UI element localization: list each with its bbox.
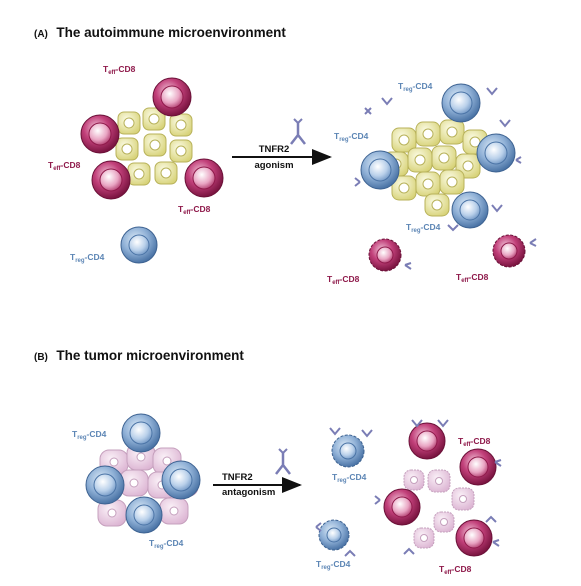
arrow-label-bottom: agonism bbox=[254, 160, 294, 171]
teff-cell bbox=[455, 519, 493, 557]
yellow-cell bbox=[154, 161, 178, 185]
yellow-cell bbox=[391, 175, 417, 201]
receptor-group bbox=[315, 419, 502, 557]
panel-b-heading: The tumor microenvironment bbox=[56, 348, 244, 363]
tumor-cell bbox=[427, 469, 451, 493]
treg-cell bbox=[331, 434, 365, 468]
antibody-icon bbox=[275, 448, 291, 475]
panel-b-left-cluster bbox=[85, 413, 201, 534]
teff-label: Teff-CD8 bbox=[327, 274, 360, 286]
yellow-cell bbox=[415, 121, 441, 147]
yellow-cell bbox=[407, 147, 433, 173]
arrow-label-top: TNFR2 bbox=[222, 472, 253, 483]
teff-cell bbox=[492, 234, 526, 268]
treg-cell bbox=[441, 83, 481, 123]
teff-cell bbox=[184, 158, 224, 198]
yellow-cell bbox=[115, 137, 139, 161]
treg-cell bbox=[121, 413, 161, 453]
teff-cell bbox=[408, 422, 446, 460]
yellow-cell-group bbox=[115, 107, 193, 186]
yellow-cell bbox=[439, 119, 465, 145]
teff-cell bbox=[383, 488, 421, 526]
teff-label: Teff-CD8 bbox=[103, 64, 136, 76]
yellow-cell bbox=[117, 111, 141, 135]
panel-b-letter: (B) bbox=[34, 352, 48, 363]
treg-label: Treg-CD4 bbox=[332, 472, 367, 484]
yellow-cell bbox=[439, 169, 465, 195]
panel-b-arrow-label: TNFR2 antagonism bbox=[222, 472, 292, 499]
panel-a-left-cluster bbox=[80, 77, 224, 264]
panel-a-letter: (A) bbox=[34, 29, 48, 40]
treg-cell bbox=[318, 519, 350, 551]
treg-cell bbox=[451, 191, 489, 229]
panel-b-title: (B) The tumor microenvironment bbox=[34, 347, 244, 365]
teff-cell bbox=[80, 114, 120, 154]
treg-label: Treg-CD4 bbox=[334, 131, 369, 143]
treg-label: Treg-CD4 bbox=[70, 252, 105, 264]
panel-a-arrow-label: TNFR2 agonism bbox=[244, 144, 304, 172]
treg-cell bbox=[125, 496, 163, 534]
yellow-cell bbox=[142, 107, 166, 131]
arrow-label-top: TNFR2 bbox=[258, 144, 290, 155]
panel-a-right-cluster bbox=[354, 83, 537, 272]
yellow-cell bbox=[431, 145, 457, 171]
antibody-icon bbox=[290, 118, 306, 145]
receptor-group bbox=[354, 87, 537, 270]
panel-b-right-cluster bbox=[315, 419, 502, 557]
treg-cell bbox=[120, 226, 158, 264]
treg-cell bbox=[360, 150, 400, 190]
treg-label: Treg-CD4 bbox=[398, 81, 433, 93]
tumor-cell bbox=[433, 511, 455, 533]
teff-label: Teff-CD8 bbox=[458, 436, 491, 448]
teff-label: Teff-CD8 bbox=[48, 160, 81, 172]
teff-label: Teff-CD8 bbox=[456, 272, 489, 284]
tumor-cell bbox=[403, 469, 425, 491]
teff-cell bbox=[368, 238, 402, 272]
treg-cell bbox=[161, 460, 201, 500]
treg-label: Treg-CD4 bbox=[406, 222, 441, 234]
treg-cell bbox=[85, 465, 125, 505]
teff-cell bbox=[152, 77, 192, 117]
treg-label: Treg-CD4 bbox=[149, 538, 184, 550]
yellow-cell bbox=[127, 162, 151, 186]
treg-label: Treg-CD4 bbox=[72, 429, 107, 441]
yellow-cell bbox=[391, 127, 417, 153]
yellow-cell bbox=[169, 139, 193, 163]
panel-a-title: (A) The autoimmune microenvironment bbox=[34, 24, 286, 42]
arrow-label-bottom: antagonism bbox=[222, 487, 276, 498]
tumor-cell bbox=[451, 487, 475, 511]
tumor-cell bbox=[413, 527, 435, 549]
yellow-cell bbox=[143, 133, 167, 157]
yellow-cell bbox=[169, 113, 193, 137]
yellow-cell bbox=[424, 193, 450, 217]
treg-cell bbox=[476, 133, 516, 173]
yellow-cell-group bbox=[383, 119, 488, 217]
teff-label: Teff-CD8 bbox=[439, 564, 472, 576]
pink-cell-group bbox=[403, 469, 475, 549]
tumor-cell bbox=[97, 499, 127, 527]
teff-label: Teff-CD8 bbox=[178, 204, 211, 216]
tumor-cell bbox=[159, 497, 189, 525]
yellow-cell bbox=[415, 171, 441, 197]
teff-cell bbox=[91, 160, 131, 200]
treg-label: Treg-CD4 bbox=[316, 559, 351, 571]
teff-cell bbox=[459, 448, 497, 486]
panel-a-heading: The autoimmune microenvironment bbox=[56, 25, 286, 40]
